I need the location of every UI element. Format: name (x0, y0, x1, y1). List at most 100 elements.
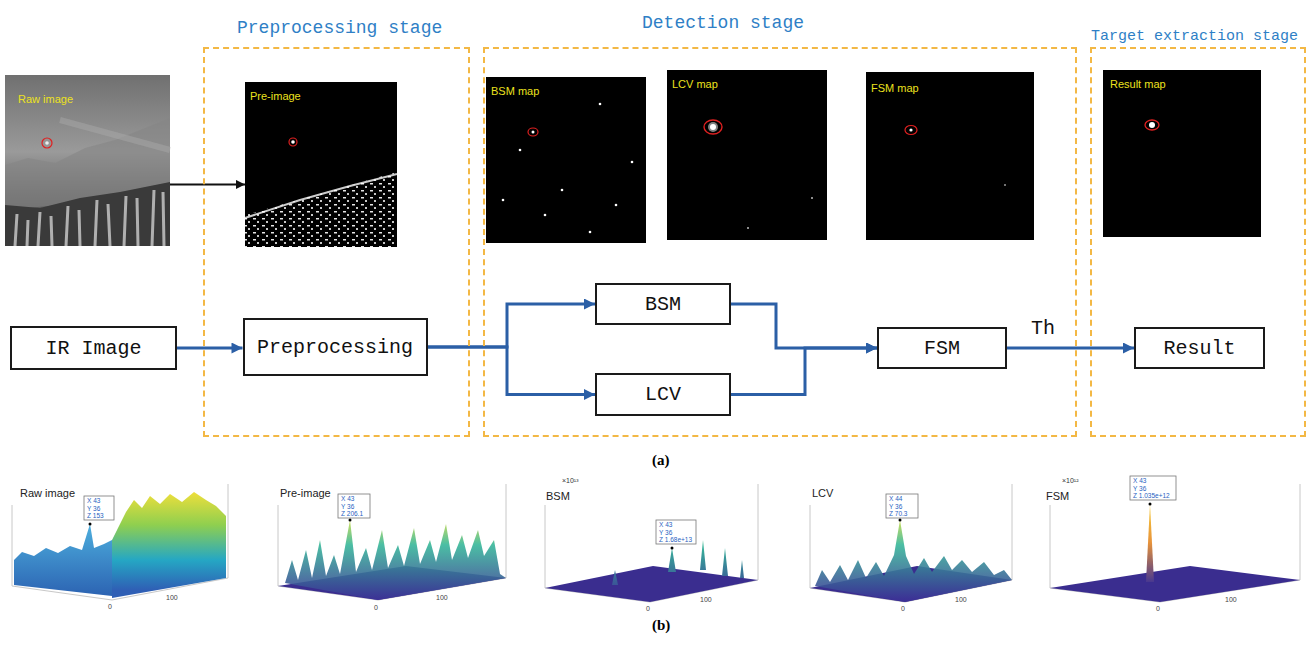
axis-tick: 0 (901, 605, 905, 613)
clutter-dots (502, 103, 634, 234)
image-thumbnail: FSM map (866, 72, 1034, 240)
tree-streaks (15, 190, 164, 246)
plot-title: LCV (812, 487, 833, 500)
datatip-value: X 44 (889, 495, 902, 502)
clutter (245, 172, 397, 247)
target-dot (1149, 122, 1155, 128)
datatip-box (338, 494, 370, 518)
connector-arrow (731, 304, 877, 348)
image-caption: Raw image (18, 93, 73, 106)
box-label: FSM (924, 337, 960, 360)
plot-axes (810, 484, 1012, 602)
axis-tick: 100 (436, 594, 448, 602)
axis-tick: 100 (166, 594, 178, 602)
stage-title: Preprocessing stage (237, 18, 442, 40)
datatip-box (1130, 476, 1176, 500)
surface-floor (1050, 566, 1300, 602)
image-thumbnail: Pre-image (245, 82, 397, 247)
process-box: Preprocessing (243, 318, 428, 376)
image-thumbnail: BSM map (486, 77, 646, 243)
surface (815, 520, 1012, 602)
plot-axes (1050, 484, 1300, 602)
datatip-value: Y 36 (87, 505, 100, 512)
datatip-value: Y 36 (659, 529, 672, 536)
process-box: LCV (595, 373, 731, 416)
target-dot (710, 124, 716, 130)
target-dot (532, 131, 535, 134)
plot-title: BSM (546, 490, 570, 503)
surface (112, 492, 226, 598)
image-caption: Pre-image (250, 90, 301, 103)
datatip-value: Y 36 (889, 503, 902, 510)
stage-region: Target extraction stageResult mapResult (1090, 47, 1306, 437)
datatip-value: X 43 (1133, 477, 1146, 484)
bsm-image (486, 77, 646, 243)
target-dot (45, 141, 49, 145)
connector-arrow (428, 304, 596, 347)
target-glow (708, 122, 718, 132)
axis-exponent: ×10¹³ (562, 477, 579, 485)
process-box: IR Image (10, 326, 177, 370)
stage-region: Preprocessing stagePre-imagePreprocessin… (203, 47, 470, 437)
datatip-value: X 43 (87, 497, 100, 504)
axis-tick: 100 (700, 596, 712, 604)
raw-image (5, 75, 170, 246)
edge-clutter (245, 174, 397, 218)
stage-title: Detection stage (642, 13, 804, 35)
stage-region: Detection stageBSM mapLCV mapFSM mapBSML… (483, 47, 1077, 437)
pre-image (245, 82, 397, 247)
connector-arrow (1007, 347, 1134, 350)
image-caption: Result map (1110, 78, 1166, 91)
datatip-marker (1149, 503, 1152, 506)
datatip-box (656, 520, 696, 544)
clutter-dot (747, 227, 749, 229)
axis-tick: 0 (108, 603, 112, 611)
axis-tick: 0 (646, 605, 650, 613)
datatip-value: Z 153 (87, 512, 104, 519)
target-dot (291, 140, 295, 144)
box-label: BSM (645, 293, 681, 316)
target-circle (289, 138, 297, 146)
image-thumbnail: LCV map (667, 70, 827, 240)
process-box: Result (1134, 327, 1265, 369)
image-thumbnail: Raw image (5, 75, 170, 246)
datatip-value: Z 206.1 (341, 510, 363, 517)
datatip-marker (89, 523, 92, 526)
surface (285, 520, 506, 600)
plot-axes (278, 484, 506, 600)
datatip-value: Z 70.3 (889, 510, 907, 517)
box-label: IR Image (45, 337, 141, 360)
axis-tick: 100 (1225, 596, 1237, 604)
plot-axes (12, 484, 228, 600)
stage-title: Target extraction stage (1091, 28, 1298, 46)
box-label: Preprocessing (257, 336, 413, 359)
connector-arrow (177, 347, 243, 350)
result-image (1103, 70, 1261, 237)
panel-label: (a) (652, 452, 670, 469)
datatip-marker (671, 547, 674, 550)
datatip-marker (349, 519, 352, 522)
plot-title: FSM (1046, 490, 1069, 503)
target-circle (528, 128, 538, 136)
target-circle (1145, 120, 1159, 130)
process-box: FSM (877, 327, 1007, 369)
target-circle (42, 138, 52, 148)
panel-label: (b) (652, 617, 670, 634)
plot-axes (545, 484, 758, 602)
datatip-box (84, 496, 114, 520)
target-circle (905, 126, 917, 135)
box-label: Result (1163, 337, 1235, 360)
fsm-image (866, 72, 1034, 240)
surface (14, 524, 112, 596)
datatip-box (886, 494, 918, 518)
terrain (5, 182, 170, 246)
plot-title: Pre-image (280, 487, 331, 500)
datatip-marker (899, 519, 902, 522)
datatip-value: Y 36 (1133, 485, 1146, 492)
lcv-image (667, 70, 827, 240)
datatip-value: Z 1.68e+13 (659, 536, 692, 543)
image-caption: LCV map (672, 78, 718, 91)
connector-arrow (731, 348, 877, 395)
